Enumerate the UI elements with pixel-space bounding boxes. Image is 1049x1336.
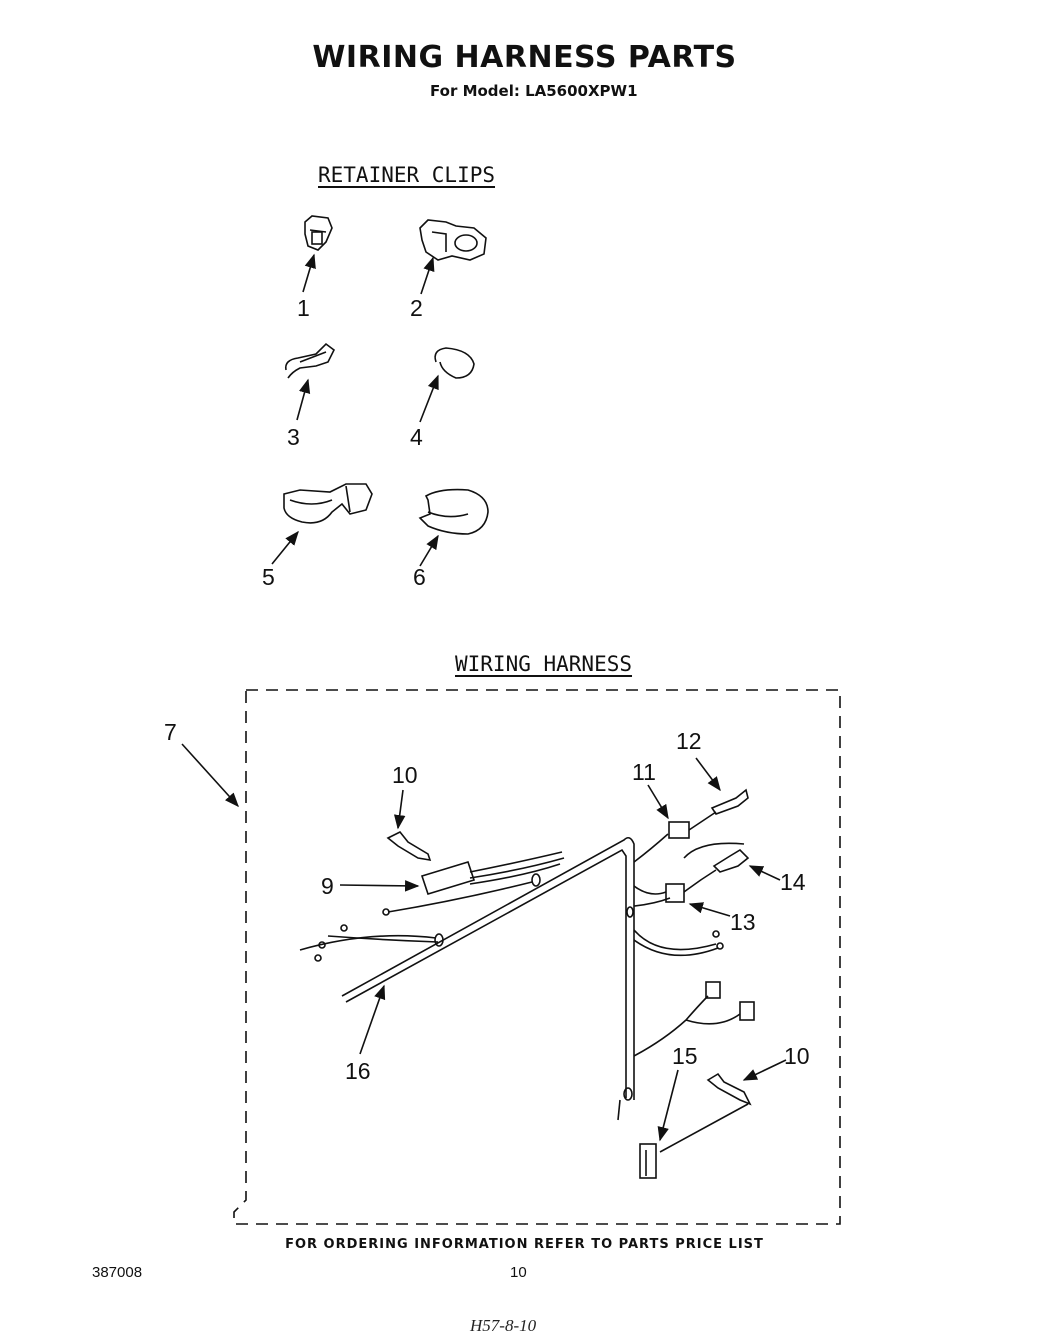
callout-7: 7 <box>164 719 177 745</box>
clip-4-leader <box>419 374 439 423</box>
wiring-harness-illustration <box>299 788 755 1179</box>
clip-2-leader <box>420 256 435 295</box>
retainer-clips-heading: RETAINER CLIPS <box>318 163 496 187</box>
callout-3: 3 <box>287 424 300 450</box>
document-number: 387008 <box>92 1264 143 1281</box>
item-10b-leader <box>742 1059 787 1081</box>
retainer-clip-1-illustration <box>304 215 333 251</box>
callout-10-upper: 10 <box>392 762 418 788</box>
callout-15: 15 <box>672 1043 698 1069</box>
item-12-leader <box>695 757 721 792</box>
callout-9: 9 <box>321 873 334 899</box>
item-16-leader <box>359 984 386 1055</box>
retainer-clip-5-illustration <box>283 483 373 524</box>
clip-5-leader <box>271 530 299 565</box>
item-7-leader <box>181 743 239 808</box>
clip-3-leader <box>296 378 311 421</box>
handwritten-note: H57-8-10 <box>470 1316 537 1335</box>
item-14-leader <box>748 865 781 881</box>
item-13-leader <box>688 902 731 917</box>
page-number: 10 <box>510 1264 527 1281</box>
item-11-leader <box>647 784 669 820</box>
clip-1-leader <box>302 253 316 293</box>
ordering-info-note: FOR ORDERING INFORMATION REFER TO PARTS … <box>285 1237 764 1252</box>
callout-16: 16 <box>345 1058 371 1084</box>
retainer-clip-4-illustration <box>434 347 475 379</box>
callout-5: 5 <box>262 564 275 590</box>
callout-6: 6 <box>413 564 426 590</box>
clip-6-leader <box>419 534 439 567</box>
retainer-clip-6-illustration <box>418 488 489 535</box>
item-10a-leader <box>393 789 406 830</box>
wiring-harness-heading: WIRING HARNESS <box>455 652 633 676</box>
callout-11: 11 <box>632 759 656 785</box>
callout-1: 1 <box>297 295 310 321</box>
model-subtitle: For Model: LA5600XPW1 <box>430 82 638 100</box>
callout-2: 2 <box>410 295 423 321</box>
item-9-leader <box>339 880 420 892</box>
callout-14: 14 <box>780 869 806 895</box>
callout-10-lower: 10 <box>784 1043 810 1069</box>
callout-12: 12 <box>676 728 702 754</box>
page-title: WIRING HARNESS PARTS <box>312 40 737 75</box>
retainer-clip-2-illustration <box>419 219 487 261</box>
callout-4: 4 <box>410 424 423 450</box>
retainer-clip-3-illustration <box>284 342 336 379</box>
item-15-leader <box>657 1069 679 1142</box>
callout-13: 13 <box>730 909 756 935</box>
wiring-harness-dashed-frame <box>233 689 841 1225</box>
